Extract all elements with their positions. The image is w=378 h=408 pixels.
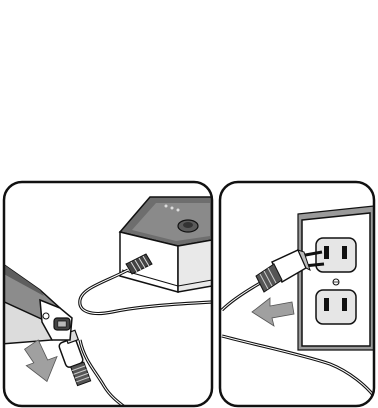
- top-socket-icon: [316, 238, 356, 272]
- wall-outlet: [298, 206, 374, 350]
- panel-left: [0, 182, 212, 408]
- charge-lamp-icon: [178, 220, 198, 232]
- charger-cable: [80, 270, 212, 408]
- camera-battery: [0, 262, 72, 344]
- panel-right: [220, 182, 374, 406]
- bottom-socket-icon: [316, 290, 356, 324]
- unplug-arrow-right: [252, 298, 294, 326]
- unplug-arrow-left: [19, 336, 63, 386]
- battery-charger: [120, 197, 212, 292]
- battery-port-icon: [54, 318, 70, 330]
